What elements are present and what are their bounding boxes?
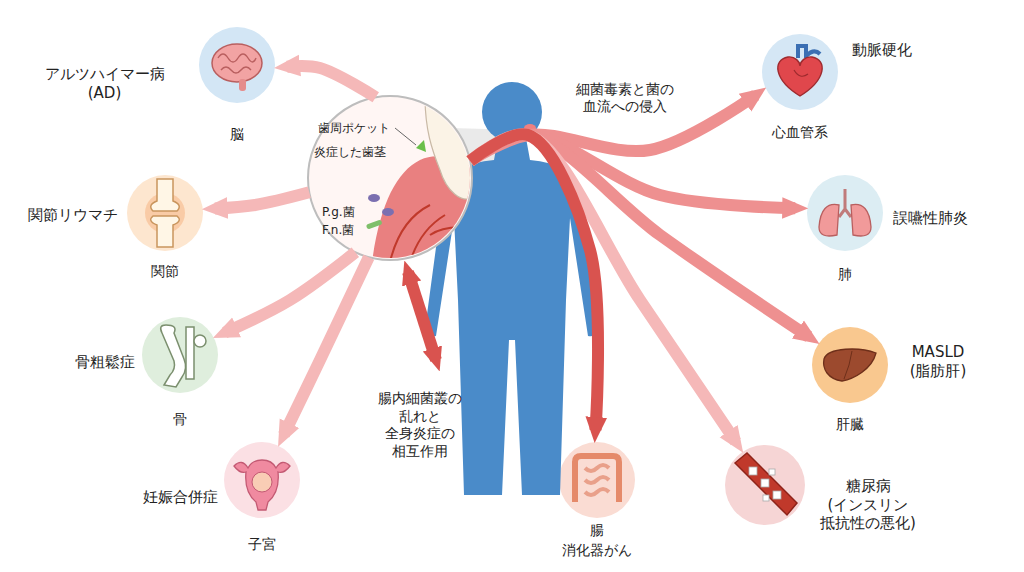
gum-inset-circle: 歯周ポケット炎症した歯茎 P.g.菌 F.n.菌 [308, 96, 472, 260]
organ-label: 脳 [230, 126, 244, 144]
gum-inset-part [368, 194, 380, 202]
organ-label: 肺 [838, 266, 852, 284]
inset-label: 炎症した歯茎 [314, 145, 386, 160]
vessel-icon-part [735, 453, 797, 515]
liver-icon [824, 349, 876, 381]
organ-label: 心血管系 [772, 124, 828, 142]
annotation-label: 細菌毒素と菌の 血流への侵入 [569, 81, 681, 116]
organ-circles [127, 27, 888, 525]
organ-circles-part [142, 317, 218, 393]
heart-icon-part [794, 70, 808, 76]
annotation-label: 腸内細菌叢の 乱れと 全身炎症の 相互作用 [370, 390, 470, 460]
inset-label: F.n.菌 [322, 223, 354, 238]
intestine-icon [575, 456, 619, 502]
gum-inset-part [382, 208, 394, 216]
organ-circle: MASLD (脂肪肝)肝臓 [812, 327, 888, 403]
organ-circle: アルツハイマー病 (AD)脳 [199, 27, 275, 103]
heart-icon-part [798, 46, 820, 58]
brain-icon [212, 44, 262, 91]
vessel-icon-part [749, 467, 757, 475]
organ-circle: 妊娠合併症子宮 [224, 442, 300, 518]
organ-circles-part [199, 27, 275, 103]
lung-icon [819, 189, 871, 236]
disease-label: 動脈硬化 [852, 41, 912, 60]
disease-label: 妊娠合併症 [143, 488, 218, 507]
organ-circle: 誤嚥性肺炎肺 [807, 175, 883, 251]
disease-label: 誤嚥性肺炎 [893, 209, 968, 228]
inset-label: 歯周ポケット [318, 121, 390, 136]
liver-icon-part [844, 351, 852, 379]
gum-inset-part [366, 219, 383, 229]
bone-icon-part [186, 327, 194, 379]
inset-label: P.g.菌 [322, 205, 355, 220]
bone-icon-part [161, 325, 186, 387]
organ-circles-part [807, 175, 883, 251]
gum-inset-part-part [425, 96, 475, 199]
organ-circle: 関節リウマチ関節 [127, 175, 203, 251]
vessel-icon-part [763, 495, 769, 501]
uterus-icon-part [234, 460, 290, 510]
bone-icon [161, 325, 206, 387]
interaction-arrow [408, 272, 436, 360]
organ-circle: 動脈硬化心血管系 [762, 34, 838, 110]
organ-circles-part [559, 442, 635, 518]
spread-arrow [470, 134, 736, 442]
spread-arrow [470, 135, 795, 208]
disease-label: アルツハイマー病 (AD) [37, 65, 172, 103]
vessel-icon-part [761, 479, 769, 487]
heart-icon-part [778, 57, 822, 96]
gum-inset [308, 96, 475, 262]
organ-circles-part [725, 445, 805, 525]
joint-icon [145, 179, 185, 247]
gum-inset-part-part [390, 205, 470, 262]
intestine-icon-part [585, 465, 609, 495]
bone-icon-part [194, 335, 206, 347]
organ-circles-part [127, 175, 203, 251]
spread-arrow [215, 192, 309, 208]
spread-arrow [287, 66, 376, 97]
vessel-icon-part [769, 469, 775, 475]
brain-icon-part [218, 54, 256, 73]
brain-icon-part [239, 79, 246, 91]
spread-arrow [284, 257, 369, 435]
organ-circle: 腸消化器がん [559, 442, 635, 518]
spread-arrow [470, 134, 598, 430]
organ-label: 糖尿病 (インスリン 抵抗性の悪化) [812, 477, 924, 533]
heart-icon [778, 46, 822, 96]
organ-circle: 骨粗鬆症骨 [142, 317, 218, 393]
uterus-icon-part [252, 472, 272, 492]
organ-circles-part [224, 442, 300, 518]
uterus-icon [234, 460, 290, 510]
brain-icon-part [212, 44, 262, 82]
liver-icon-part [824, 349, 876, 381]
organ-label: 腸 [590, 522, 604, 540]
organ-label: 消化器がん [562, 542, 632, 560]
organ-label: 肝臓 [836, 416, 864, 434]
vessel-icon [735, 453, 797, 515]
organ-label: 関節 [151, 263, 179, 281]
gum-inset-part [416, 140, 426, 152]
organ-label: 骨 [173, 411, 187, 429]
organ-circles-part [812, 327, 888, 403]
vessel-icon-part [773, 491, 781, 499]
gum-inset-part [395, 128, 416, 145]
lung-icon-part [839, 189, 851, 217]
organ-circles-part [762, 34, 838, 110]
disease-label: MASLD (脂肪肝) [898, 343, 978, 381]
lung-icon-part [819, 204, 839, 236]
organ-label: 子宮 [248, 536, 276, 554]
disease-label: 骨粗鬆症 [75, 353, 135, 372]
joint-icon-part [151, 179, 180, 211]
joint-icon-part [151, 216, 180, 247]
intestine-icon-part [575, 456, 619, 502]
organ-circle: 糖尿病 (インスリン 抵抗性の悪化) [725, 445, 805, 525]
lung-icon-part [851, 204, 871, 236]
disease-label: 関節リウマチ [28, 206, 118, 225]
